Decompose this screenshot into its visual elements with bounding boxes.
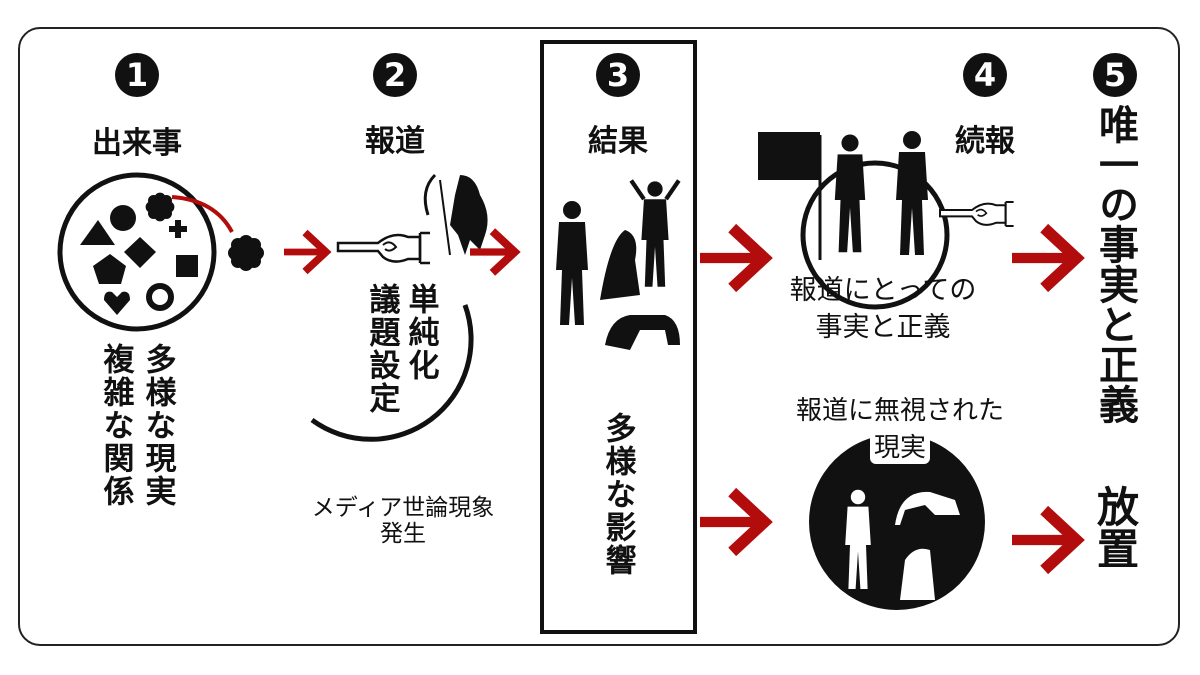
arrow-1-2 bbox=[284, 233, 326, 272]
step1-number-badge: 1 bbox=[115, 53, 159, 97]
triangle-shape bbox=[80, 220, 115, 245]
step2-title: 報道 bbox=[365, 124, 425, 159]
step3-title: 結果 bbox=[588, 124, 648, 159]
step4-title: 続報 bbox=[955, 124, 1015, 159]
ignored-caption-line1: 報道に無視された bbox=[795, 396, 1005, 426]
step4-number-badge: 4 bbox=[963, 53, 1007, 97]
flag-icon bbox=[758, 132, 820, 180]
step5-title: 唯一の事実と正義 bbox=[1092, 104, 1138, 424]
arrow-3-ignored bbox=[700, 492, 764, 552]
step1-note-complex-relations: 複雑な関係 bbox=[97, 343, 134, 508]
step2-caption-line1: メディア世論現象 bbox=[311, 495, 495, 521]
step3-note-diverse-impacts: 多様な影響 bbox=[599, 412, 636, 577]
heart-shape bbox=[104, 291, 130, 315]
flower-shape bbox=[145, 192, 175, 222]
follow-up-circle bbox=[758, 131, 1015, 310]
pointing-hand-icon bbox=[938, 200, 1015, 228]
step2-note-agenda-setting: 議題設定 bbox=[363, 283, 400, 415]
step4-caption-line2: 事実と正義 bbox=[815, 312, 951, 343]
ignored-outcome: 放置 bbox=[1090, 485, 1140, 569]
feedback-arc bbox=[310, 304, 474, 442]
step4-caption-line1: 報道にとっての bbox=[789, 275, 977, 306]
affected-people-silhouettes bbox=[556, 179, 681, 350]
arrow-ignored-outcome bbox=[1012, 510, 1076, 570]
diagram-frame bbox=[18, 27, 1180, 646]
circle-shape bbox=[110, 205, 136, 231]
arrow-4-5 bbox=[1012, 228, 1076, 288]
ignored-reality-circle bbox=[809, 434, 985, 610]
ignored-caption-line2: 現実 bbox=[869, 427, 931, 464]
extraction-curve bbox=[171, 195, 234, 233]
step3-highlight-box bbox=[540, 40, 697, 634]
step5-number-badge: 5 bbox=[1093, 53, 1137, 97]
arrow-3-4 bbox=[700, 228, 764, 288]
step2-number-badge: 2 bbox=[373, 53, 417, 97]
pentagon-shape bbox=[93, 254, 126, 284]
events-circle bbox=[57, 172, 217, 332]
pointing-hand-icon bbox=[336, 231, 432, 265]
diamond-shape bbox=[124, 237, 156, 268]
asterisk-shape bbox=[169, 220, 187, 238]
step1-title: 出来事 bbox=[92, 126, 182, 161]
extracted-flower-shape bbox=[228, 235, 264, 271]
ring-shape bbox=[146, 283, 174, 311]
square-shape bbox=[176, 255, 198, 277]
step1-note-diverse-reality: 多様な現実 bbox=[139, 343, 176, 508]
step3-number-badge: 3 bbox=[596, 53, 640, 97]
step2-note-simplification: 単純化 bbox=[402, 283, 439, 382]
grim-reaper-icon bbox=[423, 173, 488, 256]
step2-caption-line2: 発生 bbox=[380, 521, 426, 547]
